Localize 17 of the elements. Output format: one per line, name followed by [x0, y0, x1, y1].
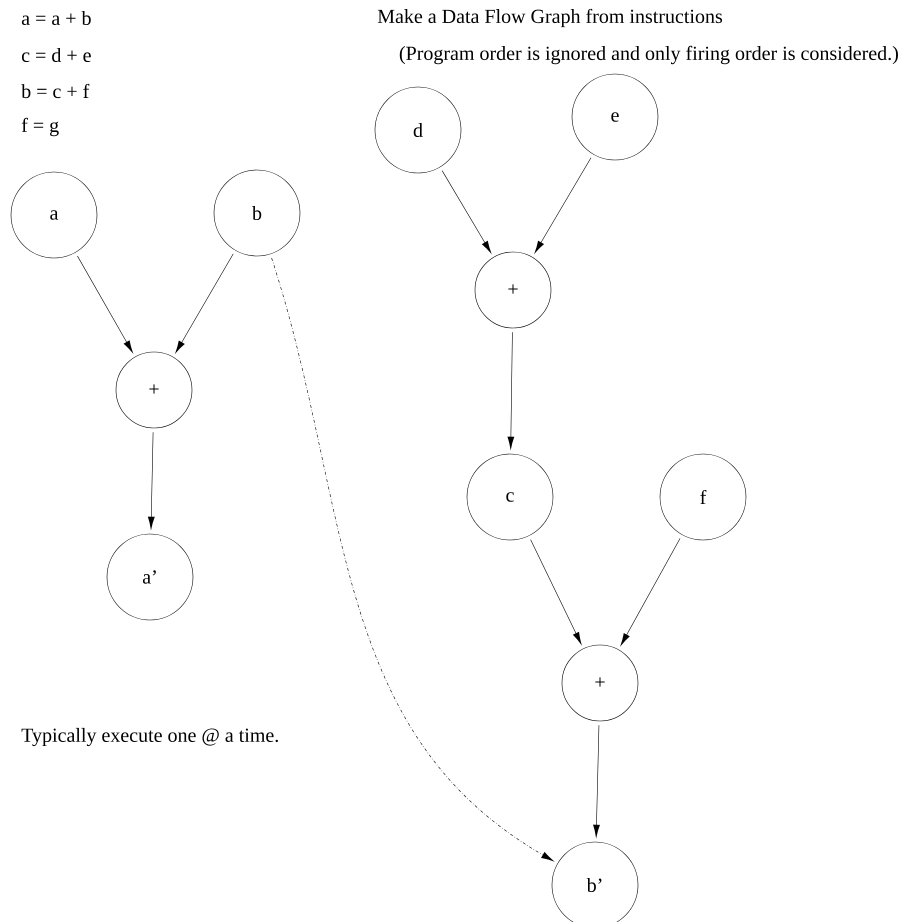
- note: Typically execute one @ a time.: [22, 728, 278, 746]
- arrow: [77, 256, 133, 353]
- dependency-arrow: [271, 258, 554, 862]
- arrow: [593, 725, 600, 838]
- arrow: [534, 157, 592, 254]
- equation: f = g: [22, 118, 59, 136]
- equation: b = c + f: [21, 84, 90, 98]
- equation: a = a + b: [22, 10, 91, 26]
- arrow: [508, 332, 514, 450]
- arrow: [148, 432, 155, 530]
- note: (Program order is ignored and only firing order is considered.): [400, 46, 898, 64]
- equation: c = d + e: [22, 48, 91, 62]
- arrow: [620, 538, 680, 646]
- arrow: [530, 539, 582, 644]
- arrow: [175, 254, 234, 354]
- arrow: [442, 170, 492, 254]
- title: Make a Data Flow Graph from instructions: [378, 8, 722, 28]
